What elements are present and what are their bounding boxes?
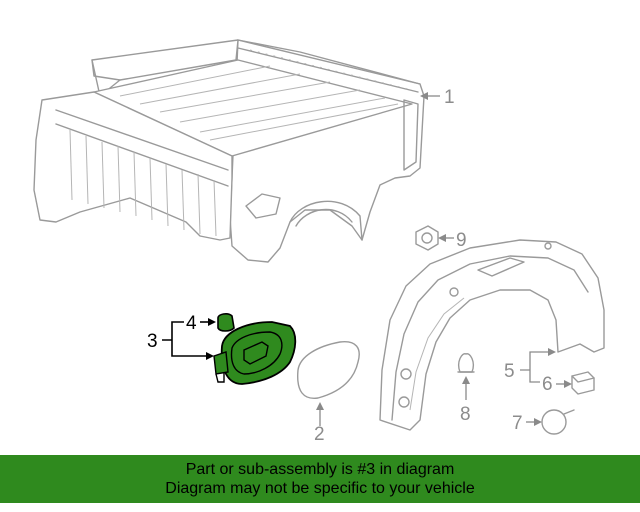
part-4-grommet[interactable] [217, 313, 235, 332]
callout-4-label: 4 [186, 313, 197, 334]
banner-line-disclaimer: Diagram may not be specific to your vehi… [165, 480, 475, 497]
banner-line-part-number: Part or sub-assembly is #3 in diagram [185, 461, 455, 478]
callout-2-arrow [316, 402, 324, 410]
part-6-clip[interactable] [571, 371, 595, 395]
callout-5-label: 5 [504, 361, 515, 382]
callout-8-arrow [462, 376, 470, 384]
callout-9-arrow [438, 234, 446, 242]
callout-3-arrow [206, 352, 214, 360]
callout-1-arrow [420, 92, 428, 100]
callout-3-label: 3 [147, 331, 158, 352]
callout-8-label: 8 [460, 404, 471, 425]
callout-5-leader [520, 351, 552, 383]
callout-6-label: 6 [542, 374, 553, 395]
callout-7-label: 7 [512, 413, 523, 434]
exploded-parts-diagram: 1 9 5 6 8 7 2 3 4 [33, 39, 605, 445]
part-8-push-pin[interactable] [457, 353, 475, 373]
part-7-retainer[interactable] [541, 409, 575, 435]
callout-6-arrow [564, 380, 572, 388]
callout-1-label: 1 [444, 87, 455, 108]
callout-2-label: 2 [314, 424, 325, 445]
part-5-wheelhouse-liner[interactable] [379, 239, 605, 431]
callout-5-arrow [548, 348, 556, 356]
part-1-pickup-box[interactable] [33, 39, 425, 263]
part-9-nut[interactable] [415, 225, 439, 251]
part-info-banner: Part or sub-assembly is #3 in diagram Di… [0, 455, 640, 503]
callout-9-label: 9 [456, 230, 467, 251]
callout-4-arrow [208, 318, 216, 326]
part-2-fuel-door[interactable] [297, 341, 360, 399]
part-3-fuel-filler-housing[interactable] [213, 321, 297, 385]
callout-3-leader [162, 321, 208, 357]
callout-7-arrow [534, 418, 542, 426]
